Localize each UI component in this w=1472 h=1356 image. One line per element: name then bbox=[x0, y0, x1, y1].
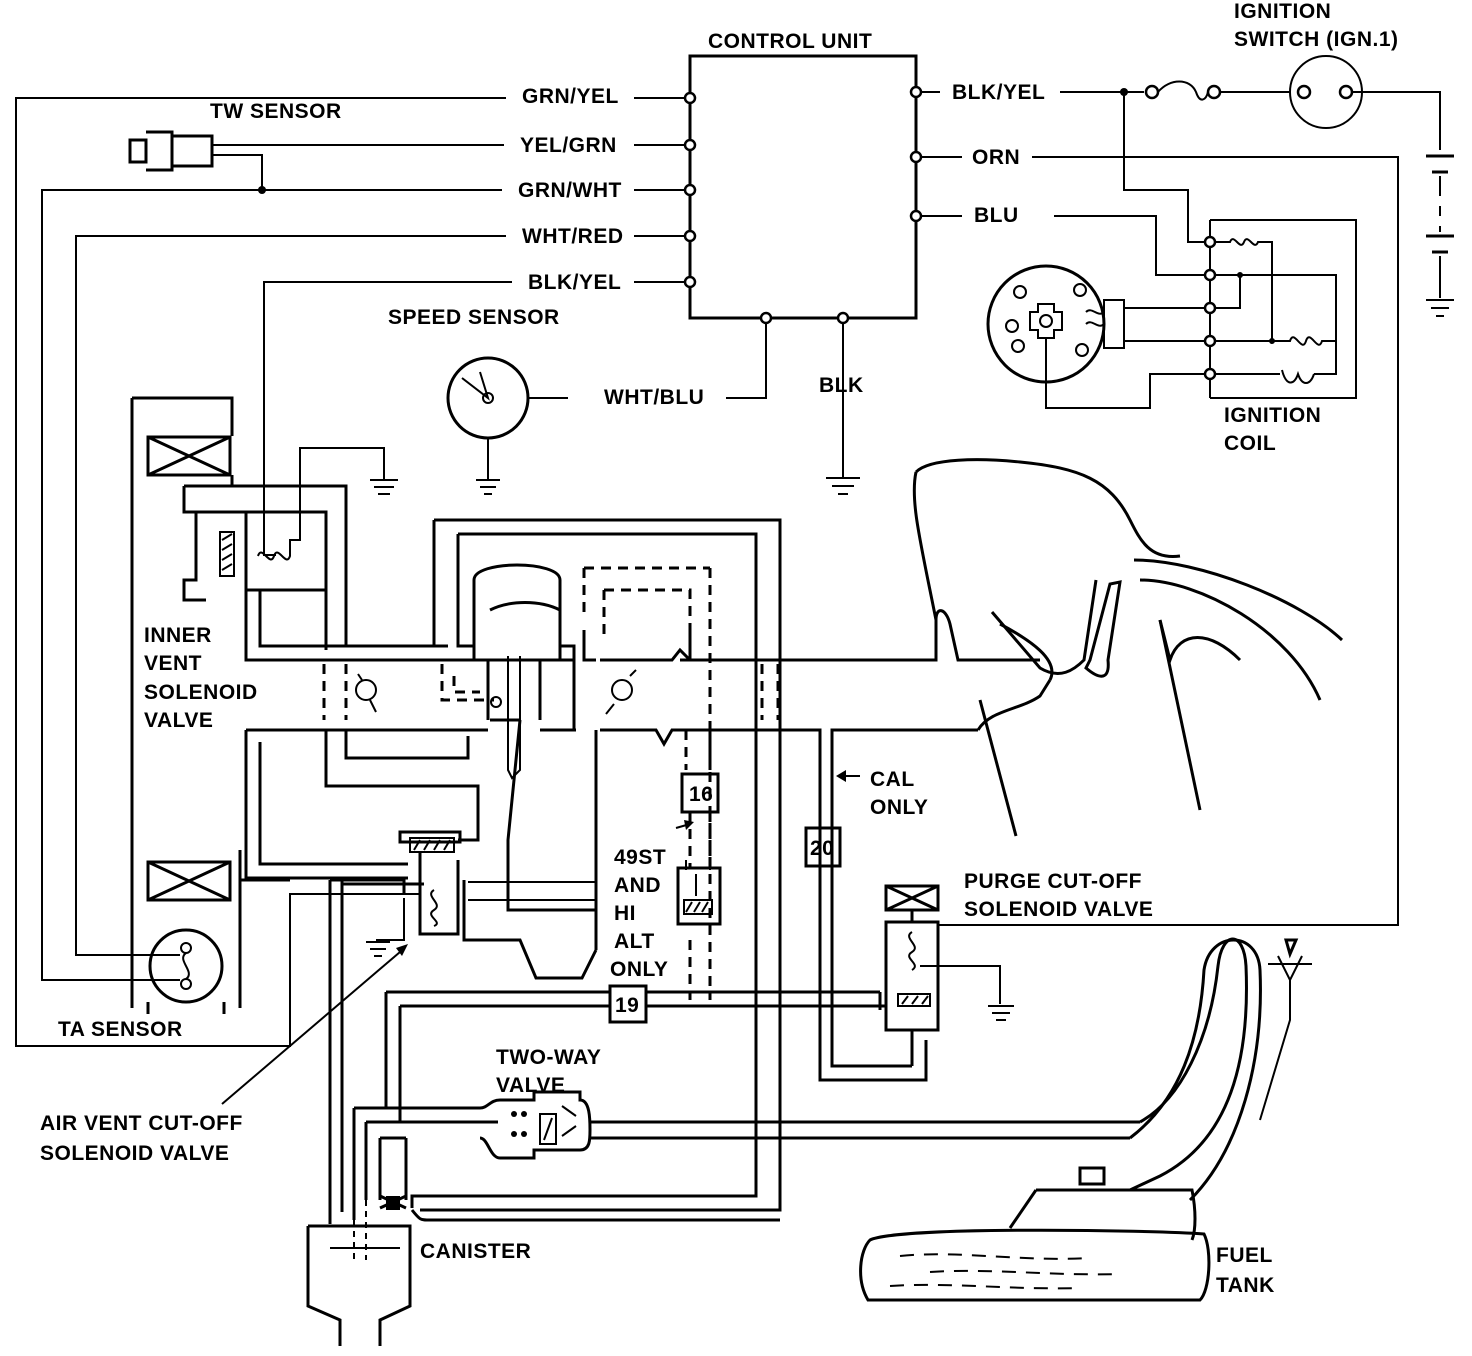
ta-sensor-assembly bbox=[130, 850, 290, 1014]
air-vent-label-1: AIR VENT CUT-OFF bbox=[40, 1112, 243, 1135]
note-49st-label-3: HI bbox=[614, 902, 636, 925]
purge-cutoff-label-1: PURGE CUT-OFF bbox=[964, 870, 1142, 893]
hose-number-20: 20 bbox=[810, 837, 834, 860]
purge-cutoff-solenoid bbox=[878, 884, 1014, 1066]
wire-label-wht-blu: WHT/BLU bbox=[604, 386, 704, 409]
hose-tag-19: 19 bbox=[608, 984, 648, 1024]
control-unit: CONTROL UNIT bbox=[683, 30, 923, 325]
control-unit-label: CONTROL UNIT bbox=[708, 30, 872, 53]
wire-label-grn-yel: GRN/YEL bbox=[522, 85, 619, 108]
ignition-coil-label-2: COIL bbox=[1224, 432, 1276, 455]
ignition-coil-label-1: IGNITION bbox=[1224, 404, 1321, 427]
note-49st-label-5: ONLY bbox=[610, 958, 668, 981]
canister-label: CANISTER bbox=[420, 1240, 531, 1263]
cal-only-label-1: CAL bbox=[870, 768, 915, 791]
hose-number-16: 16 bbox=[689, 783, 713, 806]
wiring bbox=[15, 55, 1454, 1047]
hose-number-19: 19 bbox=[615, 994, 639, 1017]
wire-label-wht-red: WHT/RED bbox=[522, 225, 624, 248]
cal-only-label-2: ONLY bbox=[870, 796, 928, 819]
canister bbox=[306, 1200, 412, 1346]
inner-vent-label-4: VALVE bbox=[144, 709, 213, 732]
inner-vent-label-3: SOLENOID bbox=[144, 681, 258, 704]
ignition-switch-label-2: SWITCH (IGN.1) bbox=[1234, 28, 1399, 51]
two-way-valve bbox=[479, 1090, 592, 1160]
fuel-tank-label-1: FUEL bbox=[1216, 1244, 1273, 1267]
speed-sensor-label: SPEED SENSOR bbox=[388, 306, 560, 329]
two-way-valve-label-1: TWO-WAY bbox=[496, 1046, 601, 1069]
tw-sensor-label: TW SENSOR bbox=[210, 100, 342, 123]
note-49st-label-1: 49ST bbox=[614, 846, 666, 869]
note-49st-label-4: ALT bbox=[614, 930, 655, 953]
air-vent-cutoff-solenoid bbox=[221, 830, 462, 1105]
two-way-valve-label-2: VALVE bbox=[496, 1074, 565, 1097]
speed-sensor bbox=[446, 356, 568, 495]
wire-label-blk-yel-right: BLK/YEL bbox=[952, 81, 1045, 104]
fuel-tank bbox=[859, 937, 1312, 1302]
wire-label-grn-wht: GRN/WHT bbox=[518, 179, 622, 202]
ignition-switch-label-1: IGNITION bbox=[1234, 0, 1331, 23]
fuel-tank-label-2: TANK bbox=[1216, 1274, 1275, 1297]
hose-tag-20: 20 bbox=[804, 826, 842, 868]
inner-vent-label-1: INNER bbox=[144, 624, 212, 647]
inner-vent-label-2: VENT bbox=[144, 652, 202, 675]
wire-label-blk: BLK bbox=[819, 374, 864, 397]
air-vent-label-2: SOLENOID VALVE bbox=[40, 1142, 229, 1165]
valve-49st bbox=[675, 820, 722, 926]
carburetor bbox=[130, 396, 1344, 1212]
purge-cutoff-label-2: SOLENOID VALVE bbox=[964, 898, 1153, 921]
wire-label-yel-grn: YEL/GRN bbox=[520, 134, 617, 157]
wire-label-blu: BLU bbox=[974, 204, 1019, 227]
ta-sensor-label: TA SENSOR bbox=[58, 1018, 183, 1041]
vacuum-lines bbox=[328, 878, 1140, 1224]
wire-label-orn: ORN bbox=[972, 146, 1020, 169]
wire-label-blk-yel-left: BLK/YEL bbox=[528, 271, 621, 294]
tw-sensor bbox=[128, 130, 214, 172]
note-49st-label-2: AND bbox=[614, 874, 661, 897]
hose-tag-16: 16 bbox=[680, 772, 720, 814]
